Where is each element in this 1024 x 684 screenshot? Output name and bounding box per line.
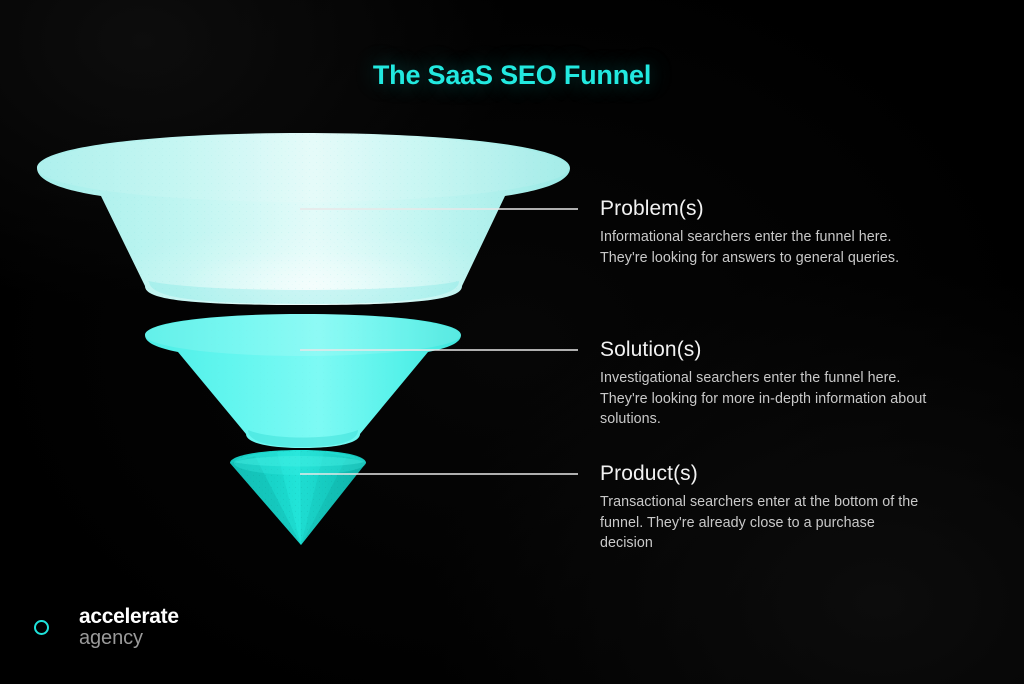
connector-lines	[300, 208, 578, 475]
brand-subtitle: agency	[79, 627, 143, 649]
stage-block-solutions: Solution(s) Investigational searchers en…	[600, 337, 930, 430]
stage-block-products: Product(s) Transactional searchers enter…	[600, 461, 930, 554]
brand-logo: accelerate agency	[34, 606, 179, 648]
stage-body-products: Transactional searchers enter at the bot…	[600, 494, 919, 552]
stage-body-solutions: Investigational searchers enter the funn…	[600, 370, 927, 428]
funnel-segment-solutions	[145, 314, 461, 448]
brand-name: accelerate	[79, 605, 179, 628]
funnel-segment-problems	[37, 133, 570, 305]
ring-circle-icon	[34, 619, 49, 635]
stage-block-problems: Problem(s) Informational searchers enter…	[600, 196, 930, 268]
stage-heading-solutions: Solution(s)	[600, 338, 702, 361]
brand-logo-text: accelerate agency	[79, 606, 179, 648]
stage-heading-products: Product(s)	[600, 462, 698, 485]
stage-heading-problems: Problem(s)	[600, 197, 704, 220]
stage-body-problems: Informational searchers enter the funnel…	[600, 229, 900, 266]
funnel-segment-products	[230, 450, 366, 545]
page-title: The SaaS SEO Funnel	[372, 60, 652, 90]
